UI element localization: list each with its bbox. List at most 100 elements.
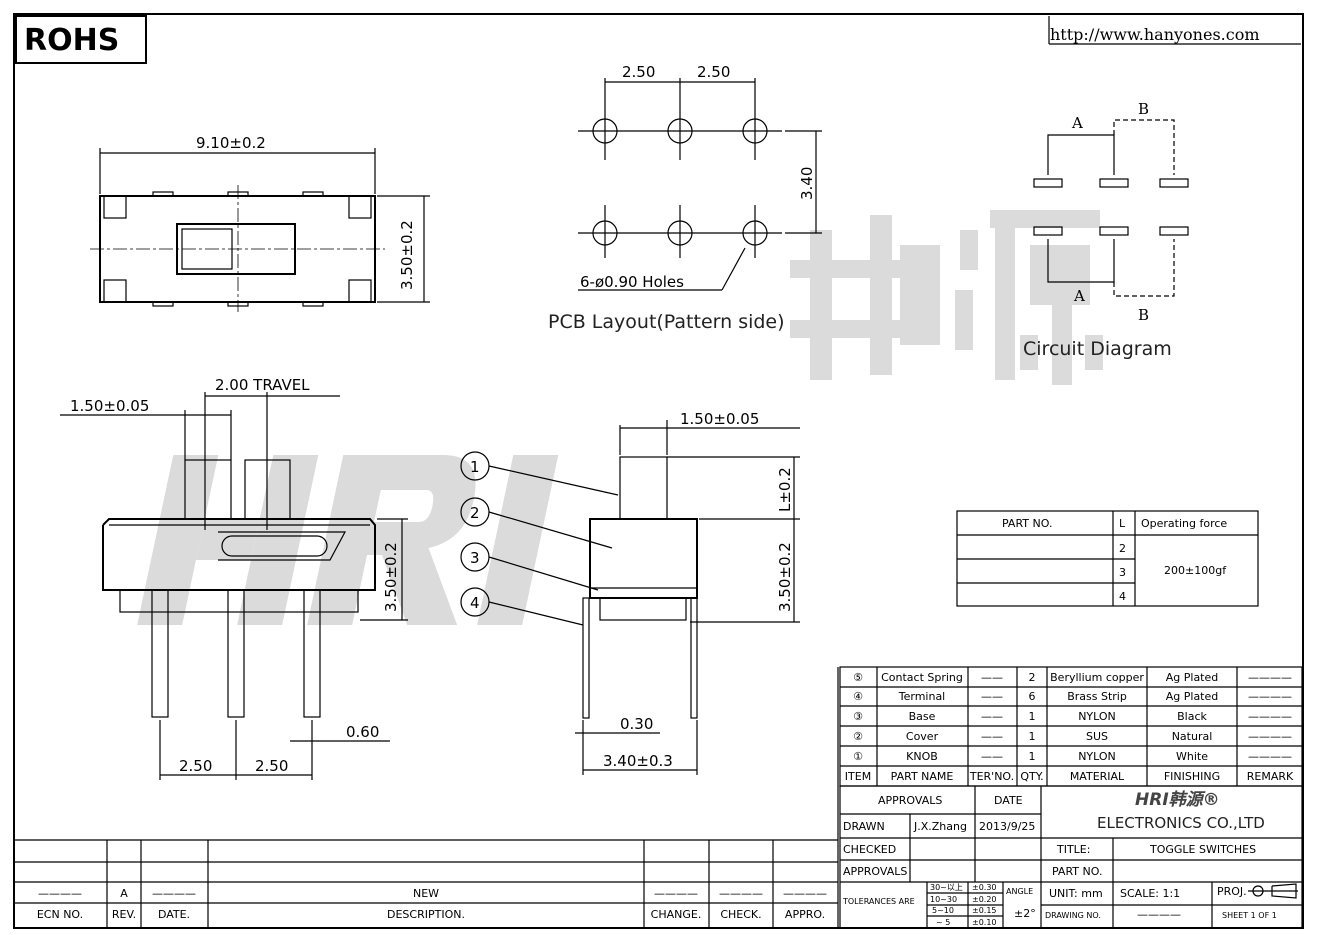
pcb-caption: PCB Layout(Pattern side) [548, 311, 785, 333]
bom-cell-material: NYLON [1078, 750, 1116, 763]
bom-cell-ter: —— [981, 690, 1003, 703]
unit-label: UNIT: mm [1049, 887, 1103, 900]
company-name: ELECTRONICS CO.,LTD [1097, 814, 1265, 832]
revision-cell-6: ———— [783, 887, 827, 900]
bom-cell-name: KNOB [906, 750, 938, 763]
front-knob-length-dim: L±0.2 [776, 467, 794, 512]
bom-cell-finish: Ag Plated [1166, 690, 1219, 703]
bom-header-2: TER'NO. [969, 770, 1014, 783]
circuit-label-a-top: A [1071, 114, 1083, 132]
company-logo: HRI韩源® [1135, 790, 1220, 810]
bom-cell-ter: —— [981, 730, 1003, 743]
tol-value-1: ±0.30 [972, 883, 997, 892]
part-number-table [956, 510, 1259, 607]
bom-header-3: QTY. [1020, 770, 1043, 783]
part-table-l-2: 2 [1119, 542, 1126, 555]
tol-range-4: ~ 5 [936, 918, 950, 927]
operating-force: 200±100gf [1164, 564, 1227, 577]
side-view [60, 392, 408, 780]
bom-cell-qty: 1 [1029, 730, 1036, 743]
approvals-label: APPROVALS [843, 865, 907, 878]
scale-label: SCALE: 1:1 [1120, 887, 1180, 900]
side-pitch-2: 2.50 [255, 757, 288, 775]
bom-cell-material: SUS [1086, 730, 1108, 743]
tol-value-3: ±0.15 [972, 906, 997, 915]
bom-cell-name: Contact Spring [881, 671, 963, 684]
front-view [460, 420, 800, 775]
bom-cell-remark: ———— [1248, 730, 1292, 743]
bom-cell-material: Brass Strip [1067, 690, 1127, 703]
revision-cell-5: ———— [719, 887, 763, 900]
circuit-label-b-bottom: B [1138, 306, 1149, 324]
bom-cell-material: Beryllium copper [1050, 671, 1144, 684]
bom-cell-qty: 6 [1029, 690, 1036, 703]
bom-cell-finish: Ag Plated [1166, 671, 1219, 684]
revision-header-6: APPRO. [785, 908, 825, 921]
revision-cell-2: ———— [152, 887, 196, 900]
side-knob-width-dim: 1.50±0.05 [70, 397, 149, 415]
title-block [839, 785, 1303, 929]
tol-range-2: 10~30 [930, 895, 957, 904]
revision-header-5: CHECK. [720, 908, 761, 921]
circuit-label-b-top: B [1138, 100, 1149, 118]
bom-cell-ter: —— [981, 671, 1003, 684]
tol-value-4: ±0.10 [972, 918, 997, 927]
part-table-header-part: PART NO. [1002, 517, 1052, 530]
bom-cell-ter: —— [981, 710, 1003, 723]
circuit-label-a-bottom: A [1073, 287, 1085, 305]
bom-header-0: ITEM [845, 770, 871, 783]
bom-cell-qty: 1 [1029, 750, 1036, 763]
approvals-header: APPROVALS [878, 794, 942, 807]
website-url[interactable]: http://www.hanyones.com [1050, 25, 1260, 44]
bom-cell-item: ④ [853, 690, 863, 703]
sheet-label: SHEET 1 OF 1 [1222, 911, 1277, 920]
tol-range-1: 30~以上 [930, 883, 963, 892]
front-pin-width-dim: 0.30 [620, 715, 653, 733]
tol-range-3: 5~10 [932, 906, 954, 915]
bom-header-5: FINISHING [1164, 770, 1220, 783]
circuit-caption: Circuit Diagram [1023, 338, 1172, 360]
top-width-dim: 9.10±0.2 [196, 134, 266, 152]
bom-cell-name: Base [909, 710, 936, 723]
drawn-by: J.X.Zhang [913, 820, 967, 833]
bom-cell-item: ③ [853, 710, 863, 723]
top-height-dim: 3.50±0.2 [398, 220, 416, 290]
rohs-box [15, 15, 147, 64]
bom-cell-remark: ———— [1248, 750, 1292, 763]
callout-1: 1 [470, 458, 480, 476]
part-no-label: PART NO. [1052, 865, 1102, 878]
bom-cell-ter: —— [981, 750, 1003, 763]
callout-3: 3 [470, 549, 480, 567]
rohs-label: ROHS [24, 23, 119, 58]
bom-cell-name: Terminal [898, 690, 946, 703]
side-pitch-1: 2.50 [179, 757, 212, 775]
bom-cell-qty: 1 [1029, 710, 1036, 723]
circuit-diagram [1033, 119, 1189, 297]
part-table-header-l: L [1119, 517, 1126, 530]
front-knob-width-dim: 1.50±0.05 [680, 410, 759, 428]
revision-header-3: DESCRIPTION. [387, 908, 465, 921]
bom-cell-finish: Black [1177, 710, 1207, 723]
bom-header-4: MATERIAL [1070, 770, 1125, 783]
watermark [137, 455, 559, 625]
revision-header-2: DATE. [158, 908, 190, 921]
bom-cell-item: ⑤ [853, 671, 863, 684]
side-pin-width-dim: 0.60 [346, 723, 379, 741]
top-view [90, 148, 430, 312]
angle-label: ANGLE [1006, 887, 1033, 896]
drawn-date: 2013/9/25 [979, 820, 1035, 833]
bom-cell-name: Cover [906, 730, 939, 743]
part-table-l-4: 4 [1119, 590, 1126, 603]
callout-4: 4 [470, 594, 480, 612]
title-label: TITLE: [1056, 843, 1090, 856]
drawing-no: ———— [1137, 908, 1181, 921]
drawing-no-label: DRAWING NO. [1045, 911, 1101, 920]
bom-cell-remark: ———— [1248, 671, 1292, 684]
bom-cell-qty: 2 [1029, 671, 1036, 684]
revision-cells: ————A————NEW————————————ECN NO.REV.DATE.… [37, 887, 827, 921]
pcb-layout [578, 78, 822, 291]
front-width-dim: 3.40±0.3 [603, 752, 673, 770]
angle-tolerance: ±2° [1014, 907, 1036, 920]
checked-label: CHECKED [843, 843, 896, 856]
